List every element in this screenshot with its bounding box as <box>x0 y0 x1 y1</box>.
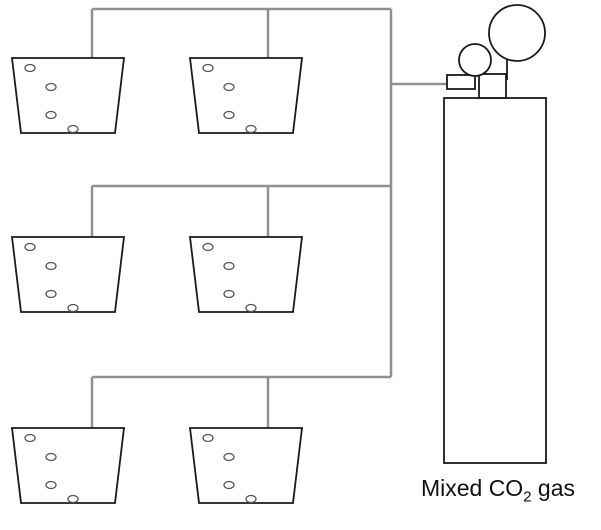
beaker-outline <box>188 427 304 504</box>
gas-bubble <box>67 124 79 134</box>
gas-bubble <box>223 480 235 490</box>
gas-bubble <box>223 110 235 120</box>
gas-bubble <box>245 303 257 313</box>
gas-bubble <box>67 303 79 313</box>
gas-bubble <box>24 242 36 252</box>
beaker-group <box>10 57 304 504</box>
gas-label-subscript: 2 <box>523 488 532 506</box>
cylinder-body <box>443 97 547 464</box>
regulator-stem <box>478 73 507 99</box>
beaker-outline <box>10 236 126 313</box>
beaker-outline <box>10 427 126 504</box>
gas-bubble <box>45 289 57 299</box>
gas-bubble <box>67 494 79 504</box>
beaker <box>188 236 304 313</box>
gas-bubble <box>223 289 235 299</box>
gas-bubble <box>223 82 235 92</box>
gas-bubble <box>24 63 36 73</box>
regulator-outlet-valve <box>446 74 476 90</box>
beaker <box>10 57 126 134</box>
gas-bubble <box>223 452 235 462</box>
gas-bubble <box>223 261 235 271</box>
beaker-outline <box>10 57 126 134</box>
beaker <box>188 427 304 504</box>
gas-cylinder <box>443 4 547 464</box>
gas-bubble <box>202 433 214 443</box>
gas-bubble <box>202 63 214 73</box>
gas-bubble <box>45 82 57 92</box>
gas-bubble <box>45 110 57 120</box>
beaker <box>188 57 304 134</box>
gas-bubble <box>245 494 257 504</box>
gas-bubble <box>45 480 57 490</box>
gas-bubble <box>45 261 57 271</box>
large-pressure-gauge <box>488 4 546 62</box>
gas-bubble <box>245 124 257 134</box>
beaker-outline <box>188 57 304 134</box>
gas-label-suffix: gas <box>531 475 576 501</box>
beaker <box>10 427 126 504</box>
gas-label: Mixed CO2 gas <box>398 475 598 506</box>
beaker <box>10 236 126 313</box>
gas-bubble <box>202 242 214 252</box>
gas-bubble <box>24 433 36 443</box>
gas-bubble <box>45 452 57 462</box>
gas-label-prefix: Mixed CO <box>420 475 524 501</box>
beaker-outline <box>188 236 304 313</box>
small-pressure-gauge <box>458 43 492 77</box>
